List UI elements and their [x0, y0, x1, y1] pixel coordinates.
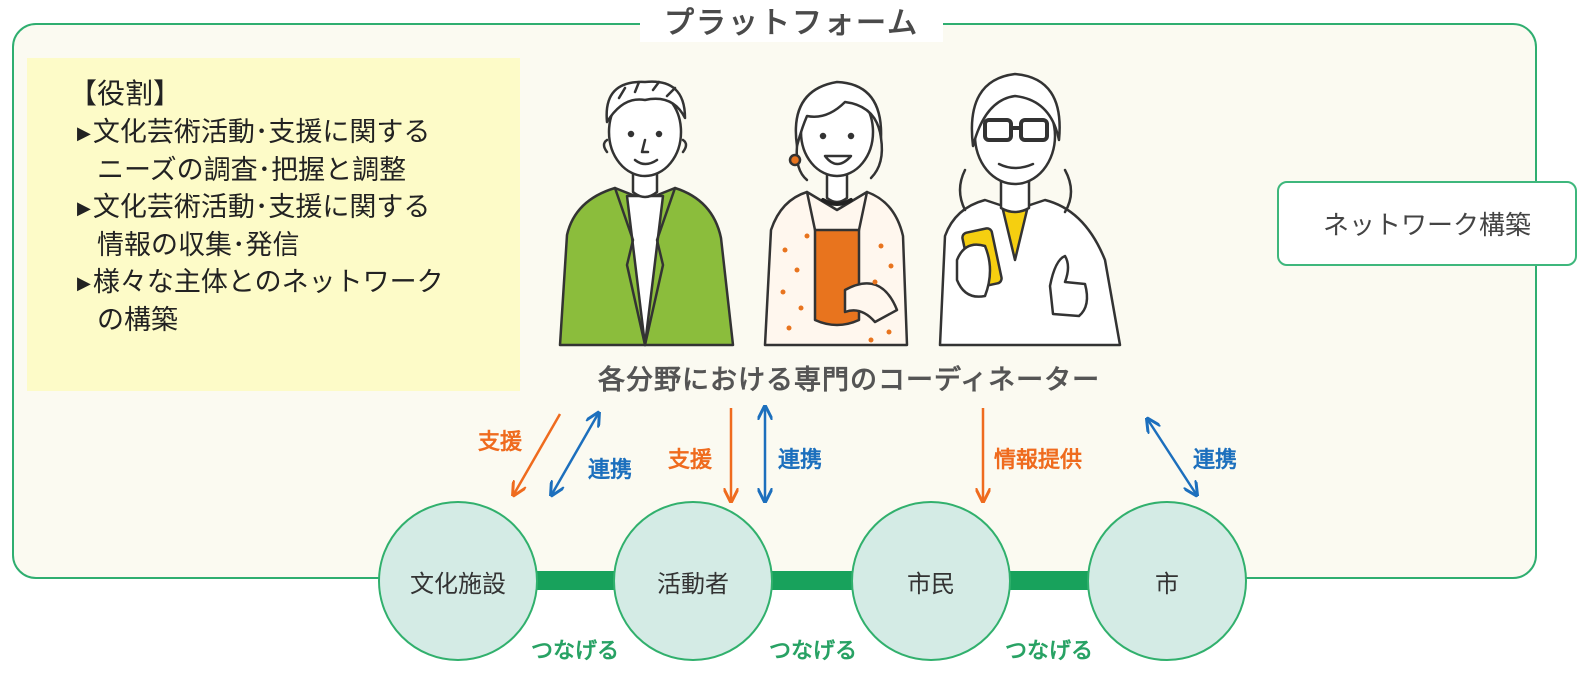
network-building-label: ネットワーク構築 — [1322, 211, 1531, 241]
connect-label-1: つなげる — [531, 639, 620, 664]
role-item-1-line-1: 文化芸術活動･支援に関する — [92, 117, 431, 148]
cooperation-label-2: 連携 — [778, 448, 823, 473]
roles-box: 【役割】 ▶文化芸術活動･支援に関する ニーズの調査･把握と調整 ▶文化芸術活動… — [27, 58, 520, 391]
role-item-3-line-2: の構築 — [97, 305, 178, 336]
role-item-3: ▶様々な主体とのネットワーク — [77, 264, 520, 302]
triangle-bullet-icon: ▶ — [77, 273, 91, 294]
connect-label-2: つなげる — [769, 639, 858, 664]
role-item-2-line-2: 情報の収集･発信 — [97, 230, 300, 261]
node-label: 市 — [1155, 569, 1179, 598]
support-label-2: 支援 — [668, 448, 713, 473]
triangle-bullet-icon: ▶ — [77, 123, 91, 144]
node-city: 市 — [1087, 501, 1247, 661]
coordinator-man-illustration — [558, 80, 735, 347]
connect-label-3: つなげる — [1005, 639, 1094, 664]
node-cultural-facility: 文化施設 — [378, 501, 538, 661]
information-label: 情報提供 — [994, 448, 1083, 473]
cooperation-label-1: 連携 — [588, 458, 633, 483]
triangle-bullet-icon: ▶ — [77, 198, 91, 219]
coordinators-illustration — [558, 72, 1122, 347]
node-label: 文化施設 — [410, 569, 506, 598]
roles-heading: 【役割】 — [69, 77, 182, 110]
cooperation-label-3: 連携 — [1193, 448, 1238, 473]
platform-title: プラットフォーム — [640, 6, 944, 42]
coordinators-label: 各分野における専門のコーディネーター — [598, 365, 1101, 396]
node-label: 活動者 — [657, 569, 729, 598]
coordinator-glasses-person-illustration — [938, 72, 1122, 347]
role-item-1-line-2: ニーズの調査･把握と調整 — [97, 155, 407, 186]
role-item-2: ▶文化芸術活動･支援に関する — [77, 189, 520, 227]
role-item-2-line-1: 文化芸術活動･支援に関する — [92, 192, 431, 223]
connector-bar-1 — [530, 571, 640, 590]
node-citizens: 市民 — [851, 501, 1011, 661]
role-item-1: ▶文化芸術活動･支援に関する — [77, 114, 520, 152]
node-performer: 活動者 — [613, 501, 773, 661]
role-item-3-line-1: 様々な主体とのネットワーク — [92, 267, 444, 298]
node-label: 市民 — [907, 569, 955, 598]
coordinator-woman-illustration — [763, 80, 909, 347]
network-building-box: ネットワーク構築 — [1277, 181, 1577, 266]
support-label-1: 支援 — [478, 430, 523, 455]
